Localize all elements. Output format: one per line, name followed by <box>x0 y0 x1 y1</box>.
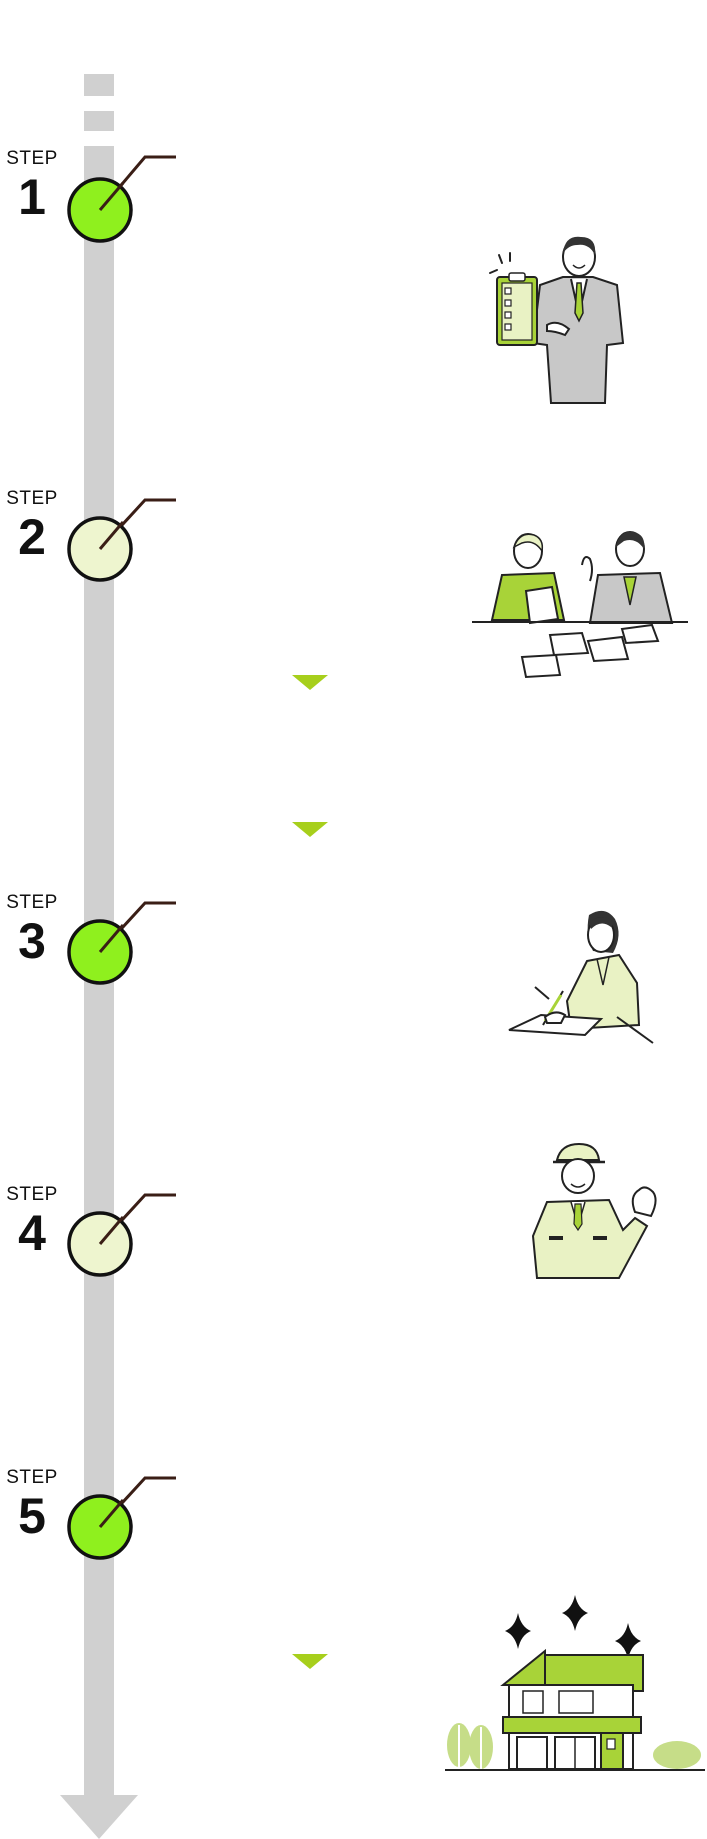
step-node-5 <box>67 1476 176 1560</box>
step-label-1: STEP 1 <box>0 148 64 222</box>
rail-arrow-head <box>60 1795 138 1839</box>
chevron-down-icon <box>292 1654 328 1669</box>
step-number: 4 <box>18 1205 46 1261</box>
step-node-4 <box>67 1193 176 1277</box>
meeting-icon <box>472 531 688 679</box>
step-node-2 <box>67 498 176 582</box>
step-label-4: STEP 4 <box>0 1184 64 1258</box>
step-label-5: STEP 5 <box>0 1467 64 1541</box>
step-word: STEP <box>6 488 58 509</box>
rail-dash-mid <box>84 111 114 131</box>
step-label-3: STEP 3 <box>0 892 64 966</box>
step-number: 3 <box>18 913 46 969</box>
completed-house-icon <box>445 1595 705 1771</box>
step-node-3 <box>67 901 176 985</box>
chevron-down-icon <box>292 822 328 837</box>
consultation-clipboard-icon <box>489 236 625 404</box>
chevron-down-icon <box>292 675 328 690</box>
step-number: 5 <box>18 1488 46 1544</box>
step-word: STEP <box>6 1467 58 1488</box>
step-node-1 <box>67 155 176 243</box>
step-label-2: STEP 2 <box>0 488 64 562</box>
step-word: STEP <box>6 892 58 913</box>
step-number: 2 <box>18 509 46 565</box>
step-word: STEP <box>6 1184 58 1205</box>
construction-worker-icon <box>531 1142 657 1279</box>
signing-contract-icon <box>508 910 654 1044</box>
rail-dash-top <box>84 74 114 96</box>
step-number: 1 <box>18 169 46 225</box>
step-word: STEP <box>6 148 58 169</box>
